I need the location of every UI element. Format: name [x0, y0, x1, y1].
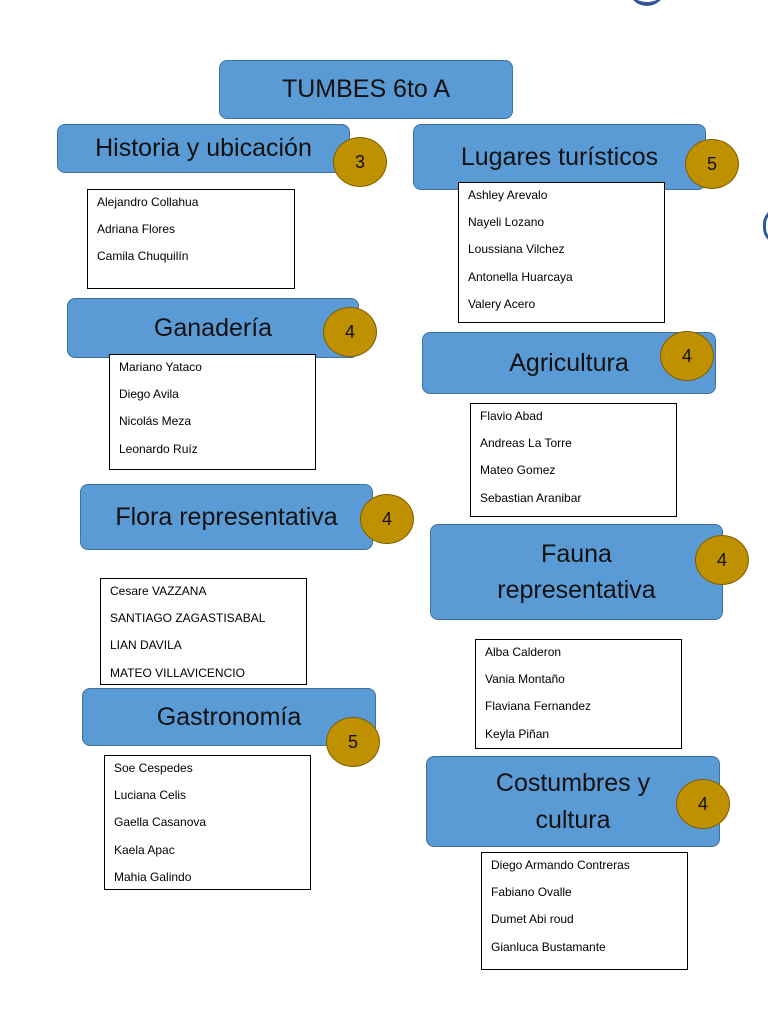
member-name: Valery Acero	[468, 296, 536, 311]
member-name: LIAN DAVILA	[110, 638, 182, 653]
member-name: Diego Armando Contreras	[491, 858, 630, 872]
member-name: Luciana Celis	[114, 788, 187, 803]
count-badge: 4	[676, 779, 730, 829]
member-name: Adriana Flores	[97, 222, 176, 237]
member-name: Vania Montaño	[485, 672, 565, 687]
main-title-box: TUMBES 6to A	[219, 60, 513, 119]
topic-box-flora: Flora representativa	[80, 484, 373, 550]
member-name: Leonardo Ruíz	[119, 441, 198, 456]
member-name: MATEO VILLAVICENCIO	[110, 665, 245, 680]
count-badge: 4	[323, 307, 377, 357]
member-list: Alejandro Collahua Adriana Flores Camila…	[87, 189, 295, 289]
count-badge: 5	[326, 717, 380, 767]
topic-title: Agricultura	[509, 348, 629, 377]
member-name: Camila Chuquilín	[97, 249, 189, 264]
member-name: Flavio Abad	[480, 409, 543, 423]
member-name: Ashley Arevalo	[468, 188, 548, 202]
member-list: Alba Calderon Vania Montaño Flaviana Fer…	[475, 639, 682, 749]
member-name: Nayeli Lozano	[468, 215, 545, 230]
member-name: Gianluca Bustamante	[491, 939, 606, 954]
count-badge: 3	[333, 137, 387, 187]
topic-title: Flora representativa	[115, 502, 338, 531]
main-title: TUMBES 6to A	[281, 75, 451, 104]
member-name: Fabiano Ovalle	[491, 885, 572, 900]
member-name: Kaela Apac	[114, 842, 175, 857]
member-name: Soe Cespedes	[114, 761, 193, 775]
count-badge: 5	[685, 139, 739, 189]
member-name: Mateo Gomez	[480, 463, 556, 478]
member-name: Cesare VAZZANA	[110, 584, 207, 598]
member-name: Gaella Casanova	[114, 815, 207, 830]
member-name: Alejandro Collahua	[97, 195, 199, 209]
decorative-arc	[628, 0, 666, 6]
member-list: Diego Armando Contreras Fabiano Ovalle D…	[481, 852, 688, 970]
member-list: Flavio Abad Andreas La Torre Mateo Gomez…	[470, 403, 677, 517]
topic-box-historia: Historia y ubicación	[57, 124, 350, 173]
count-badge: 4	[695, 535, 749, 585]
topic-box-ganaderia: Ganadería	[67, 298, 359, 358]
topic-box-lugares: Lugares turísticos	[413, 124, 706, 190]
member-name: Loussiana Vilchez	[468, 242, 565, 257]
member-name: Antonella Huarcaya	[468, 269, 573, 284]
member-name: Nicolás Meza	[119, 414, 192, 429]
member-name: SANTIAGO ZAGASTISABAL	[110, 611, 266, 626]
topic-box-costumbres: Costumbres y cultura	[426, 756, 720, 847]
member-name: Alba Calderon	[485, 645, 562, 659]
member-list: Cesare VAZZANA SANTIAGO ZAGASTISABAL LIA…	[100, 578, 307, 685]
member-list: Soe Cespedes Luciana Celis Gaella Casano…	[104, 755, 311, 890]
topic-box-fauna: Fauna representativa	[430, 524, 723, 620]
count-badge: 4	[660, 331, 714, 381]
member-list: Ashley Arevalo Nayeli Lozano Loussiana V…	[458, 182, 665, 323]
member-name: Andreas La Torre	[480, 436, 572, 451]
member-list: Mariano Yataco Diego Avila Nicolás Meza …	[109, 354, 316, 470]
member-name: Mahia Galindo	[114, 869, 192, 884]
member-name: Sebastian Aranibar	[480, 490, 582, 505]
member-name: Dumet Abi roud	[491, 912, 574, 927]
topic-title: Historia y ubicación	[95, 134, 312, 163]
member-name: Flaviana Fernandez	[485, 699, 592, 714]
topic-title: Costumbres y cultura	[495, 769, 651, 834]
topic-title: Gastronomía	[156, 702, 302, 731]
member-name: Mariano Yataco	[119, 360, 202, 374]
topic-title: Ganadería	[153, 313, 273, 342]
decorative-edge-shape	[763, 208, 768, 244]
member-name: Diego Avila	[119, 387, 179, 402]
count-badge: 4	[360, 494, 414, 544]
member-name: Keyla Piñan	[485, 726, 550, 741]
topic-title: Lugares turísticos	[460, 142, 659, 171]
topic-title: Fauna representativa	[497, 539, 656, 604]
